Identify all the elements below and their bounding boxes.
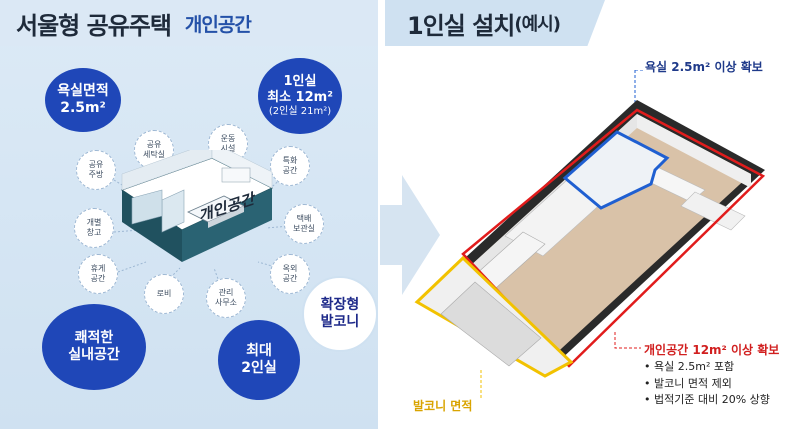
callout-private-space: 개인공간 12m² 이상 확보 bbox=[644, 343, 780, 357]
left-panel: 서울형 공유주택 개인공간 욕실면적 2.5m² 1인실 최소 12m² (2인… bbox=[0, 0, 378, 429]
max-line1: 최대 bbox=[246, 342, 272, 359]
min-area-circle: 1인실 최소 12m² (2인실 21m²) bbox=[258, 58, 342, 134]
bullet-item: 발코니 면적 제외 bbox=[644, 376, 770, 393]
right-title: 1인실 설치 (예시) bbox=[385, 0, 605, 46]
comfort-circle: 쾌적한 실내공간 bbox=[42, 304, 146, 390]
comfort-line1: 쾌적한 bbox=[74, 329, 114, 346]
min-area-note: (2인실 21m²) bbox=[268, 106, 332, 117]
right-title-main: 1인실 설치 bbox=[407, 11, 515, 40]
min-area-value: 최소 12m² bbox=[267, 89, 333, 105]
bullet-item: 법적기준 대비 20% 상향 bbox=[644, 392, 770, 409]
private-room-illustration bbox=[120, 150, 274, 262]
space-bullets: 욕실 2.5m² 포함 발코니 면적 제외 법적기준 대비 20% 상향 bbox=[644, 359, 770, 409]
min-area-room: 1인실 bbox=[283, 73, 317, 89]
bath-area-value: 2.5m² bbox=[60, 100, 106, 116]
unit-plan-illustration bbox=[414, 70, 766, 400]
left-title-main: 서울형 공유주택 bbox=[16, 11, 172, 40]
right-arrow-icon bbox=[380, 175, 440, 295]
left-title: 서울형 공유주택 개인공간 bbox=[0, 0, 378, 46]
bath-area-circle: 욕실면적 2.5m² bbox=[45, 68, 121, 132]
right-title-paren: (예시) bbox=[514, 14, 561, 35]
max-line2: 2인실 bbox=[241, 360, 277, 376]
balcony-line2: 발코니 bbox=[320, 314, 360, 330]
max-occupancy-circle: 최대 2인실 bbox=[218, 320, 300, 400]
facility-lobby: 로비 bbox=[144, 274, 184, 314]
callout-balcony: 발코니 면적 bbox=[413, 399, 473, 413]
left-title-sub: 개인공간 bbox=[184, 13, 252, 36]
comfort-line2: 실내공간 bbox=[68, 347, 120, 363]
balcony-circle: 확장형 발코니 bbox=[302, 276, 378, 352]
callout-bath: 욕실 2.5m² 이상 확보 bbox=[645, 60, 763, 74]
bath-area-label: 욕실면적 bbox=[57, 82, 109, 99]
balcony-line1: 확장형 bbox=[320, 296, 360, 313]
bullet-item: 욕실 2.5m² 포함 bbox=[644, 359, 770, 376]
